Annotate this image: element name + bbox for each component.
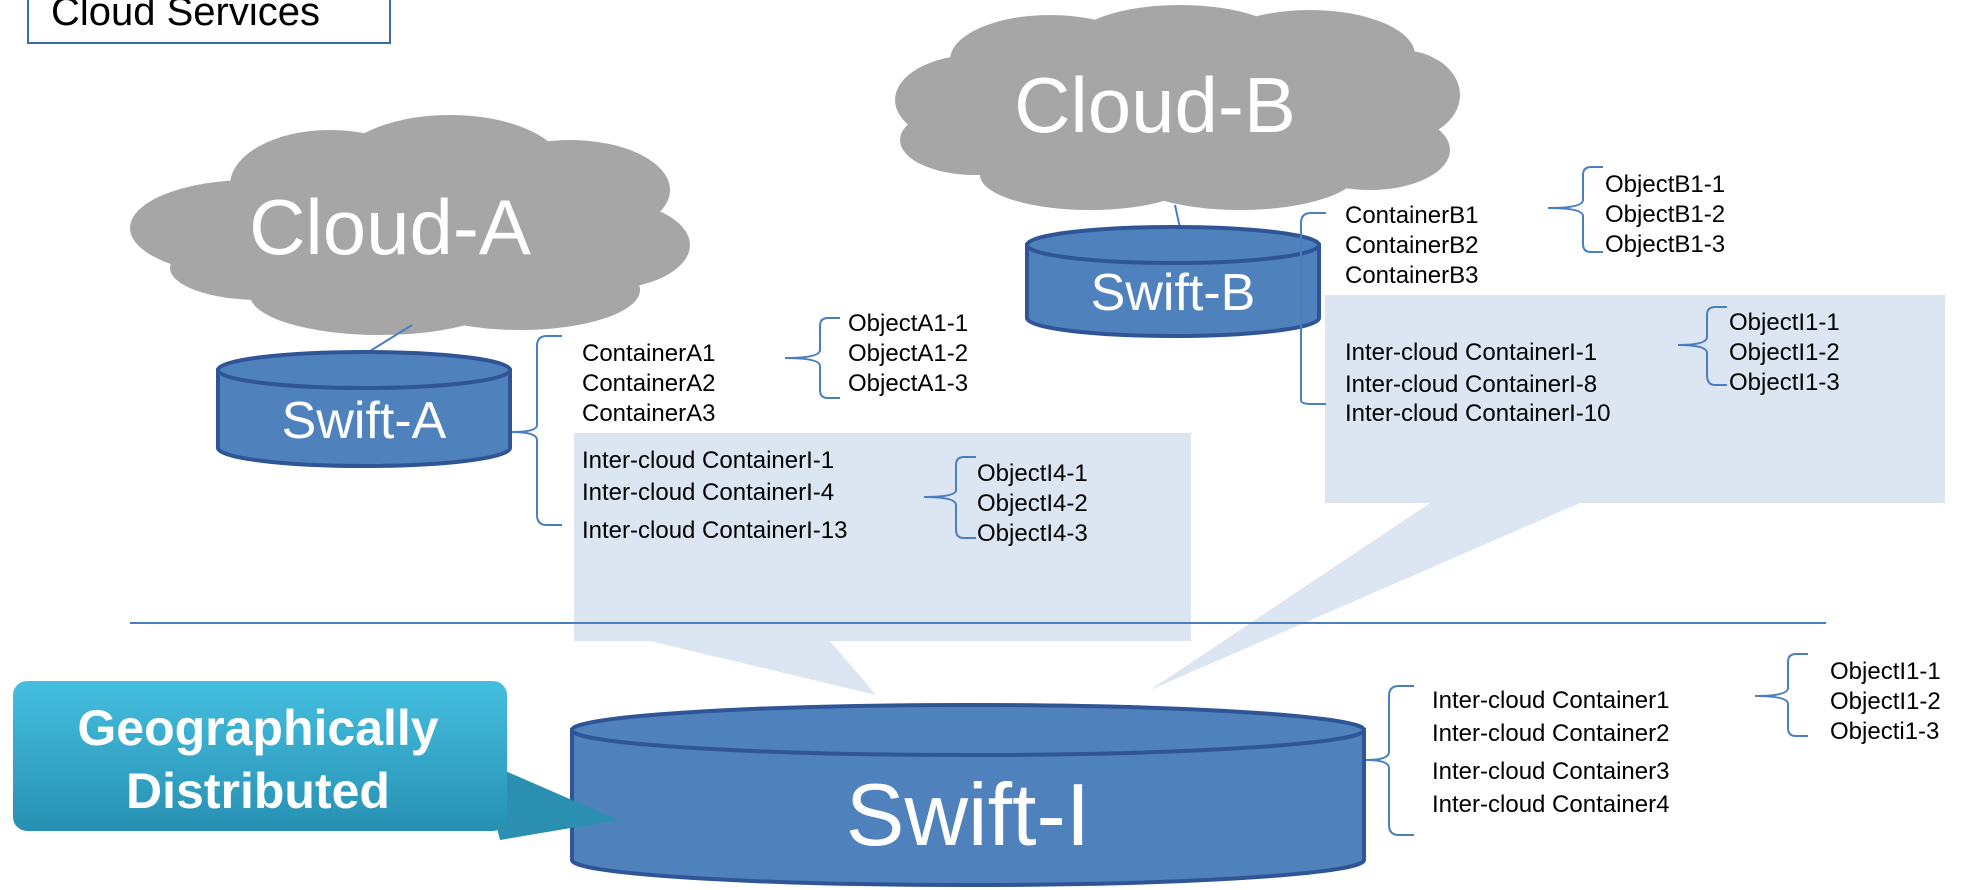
geographically-distributed-callout <box>13 681 618 840</box>
swift-b-inter-container-1: Inter-cloud ContainerI-1 <box>1345 339 1597 366</box>
swift-a-object-1: ObjectA1-1 <box>848 310 968 337</box>
swift-i-container-3: Inter-cloud Container3 <box>1432 758 1669 785</box>
swift-a-inter-object-brace <box>923 456 976 539</box>
swift-a-inter-container-1: Inter-cloud ContainerI-1 <box>582 447 834 474</box>
swift-b-object-2: ObjectB1-2 <box>1605 201 1725 228</box>
swift-i-object-2: ObjectI1-2 <box>1830 688 1941 715</box>
swift-b-main-brace <box>1300 212 1326 405</box>
page-title: Cloud Services <box>51 0 321 34</box>
swift-a-inter-container-2: Inter-cloud ContainerI-4 <box>582 479 834 506</box>
swift-b-object-3: ObjectB1-3 <box>1605 231 1725 258</box>
title-box: Cloud Services <box>27 0 391 44</box>
swift-b-cylinder <box>1025 225 1321 338</box>
swift-b-label: Swift-B <box>1091 264 1256 322</box>
swift-a-object-2: ObjectA1-2 <box>848 340 968 367</box>
panel-swift-a <box>574 433 1191 695</box>
swift-b-container-1: ContainerB1 <box>1345 202 1478 229</box>
swift-a-container-1: ContainerA1 <box>582 340 715 367</box>
cloud-b-connector <box>1174 204 1181 229</box>
swift-a-container-2: ContainerA2 <box>582 370 715 397</box>
cloud-a <box>130 115 690 335</box>
swift-i-cylinder <box>570 703 1366 887</box>
swift-i-object-brace <box>1754 653 1808 737</box>
swift-i-main-brace <box>1365 685 1414 836</box>
swift-i-object-1: ObjectI1-1 <box>1830 658 1941 685</box>
swift-a-main-brace <box>511 335 562 526</box>
swift-b-container-3: ContainerB3 <box>1345 262 1478 289</box>
cloud-b <box>895 5 1460 210</box>
callout-line-1: Geographically <box>77 700 438 756</box>
swift-a-label: Swift-A <box>282 392 447 450</box>
panel-swift-b <box>1150 295 1945 690</box>
swift-b-inter-object-2: ObjectI1-2 <box>1729 339 1840 366</box>
swift-a-inter-object-1: ObjectI4-1 <box>977 460 1088 487</box>
swift-a-inter-object-3: ObjectI4-3 <box>977 520 1088 547</box>
swift-a-object-3: ObjectA1-3 <box>848 370 968 397</box>
swift-b-object-brace <box>1547 166 1603 253</box>
swift-a-object-brace <box>784 317 840 399</box>
swift-b-inter-container-3: Inter-cloud ContainerI-10 <box>1345 400 1610 427</box>
cloud-a-label: Cloud-A <box>249 183 531 271</box>
cloud-b-label: Cloud-B <box>1014 61 1296 149</box>
swift-a-container-3: ContainerA3 <box>582 400 715 427</box>
swift-i-object-3: Objecti1-3 <box>1830 718 1939 745</box>
swift-a-cylinder <box>216 350 512 468</box>
swift-b-inter-object-1: ObjectI1-1 <box>1729 309 1840 336</box>
swift-b-container-2: ContainerB2 <box>1345 232 1478 259</box>
swift-a-inter-container-3: Inter-cloud ContainerI-13 <box>582 517 847 544</box>
swift-b-inter-object-3: ObjectI1-3 <box>1729 369 1840 396</box>
swift-b-inter-container-2: Inter-cloud ContainerI-8 <box>1345 371 1597 398</box>
swift-b-inter-object-brace <box>1677 306 1727 386</box>
swift-i-container-1: Inter-cloud Container1 <box>1432 687 1669 714</box>
swift-i-container-4: Inter-cloud Container4 <box>1432 791 1669 818</box>
swift-i-label: Swift-I <box>846 765 1090 864</box>
swift-b-object-1: ObjectB1-1 <box>1605 171 1725 198</box>
swift-a-inter-object-2: ObjectI4-2 <box>977 490 1088 517</box>
swift-i-container-2: Inter-cloud Container2 <box>1432 720 1669 747</box>
callout-line-2: Distributed <box>126 763 390 819</box>
